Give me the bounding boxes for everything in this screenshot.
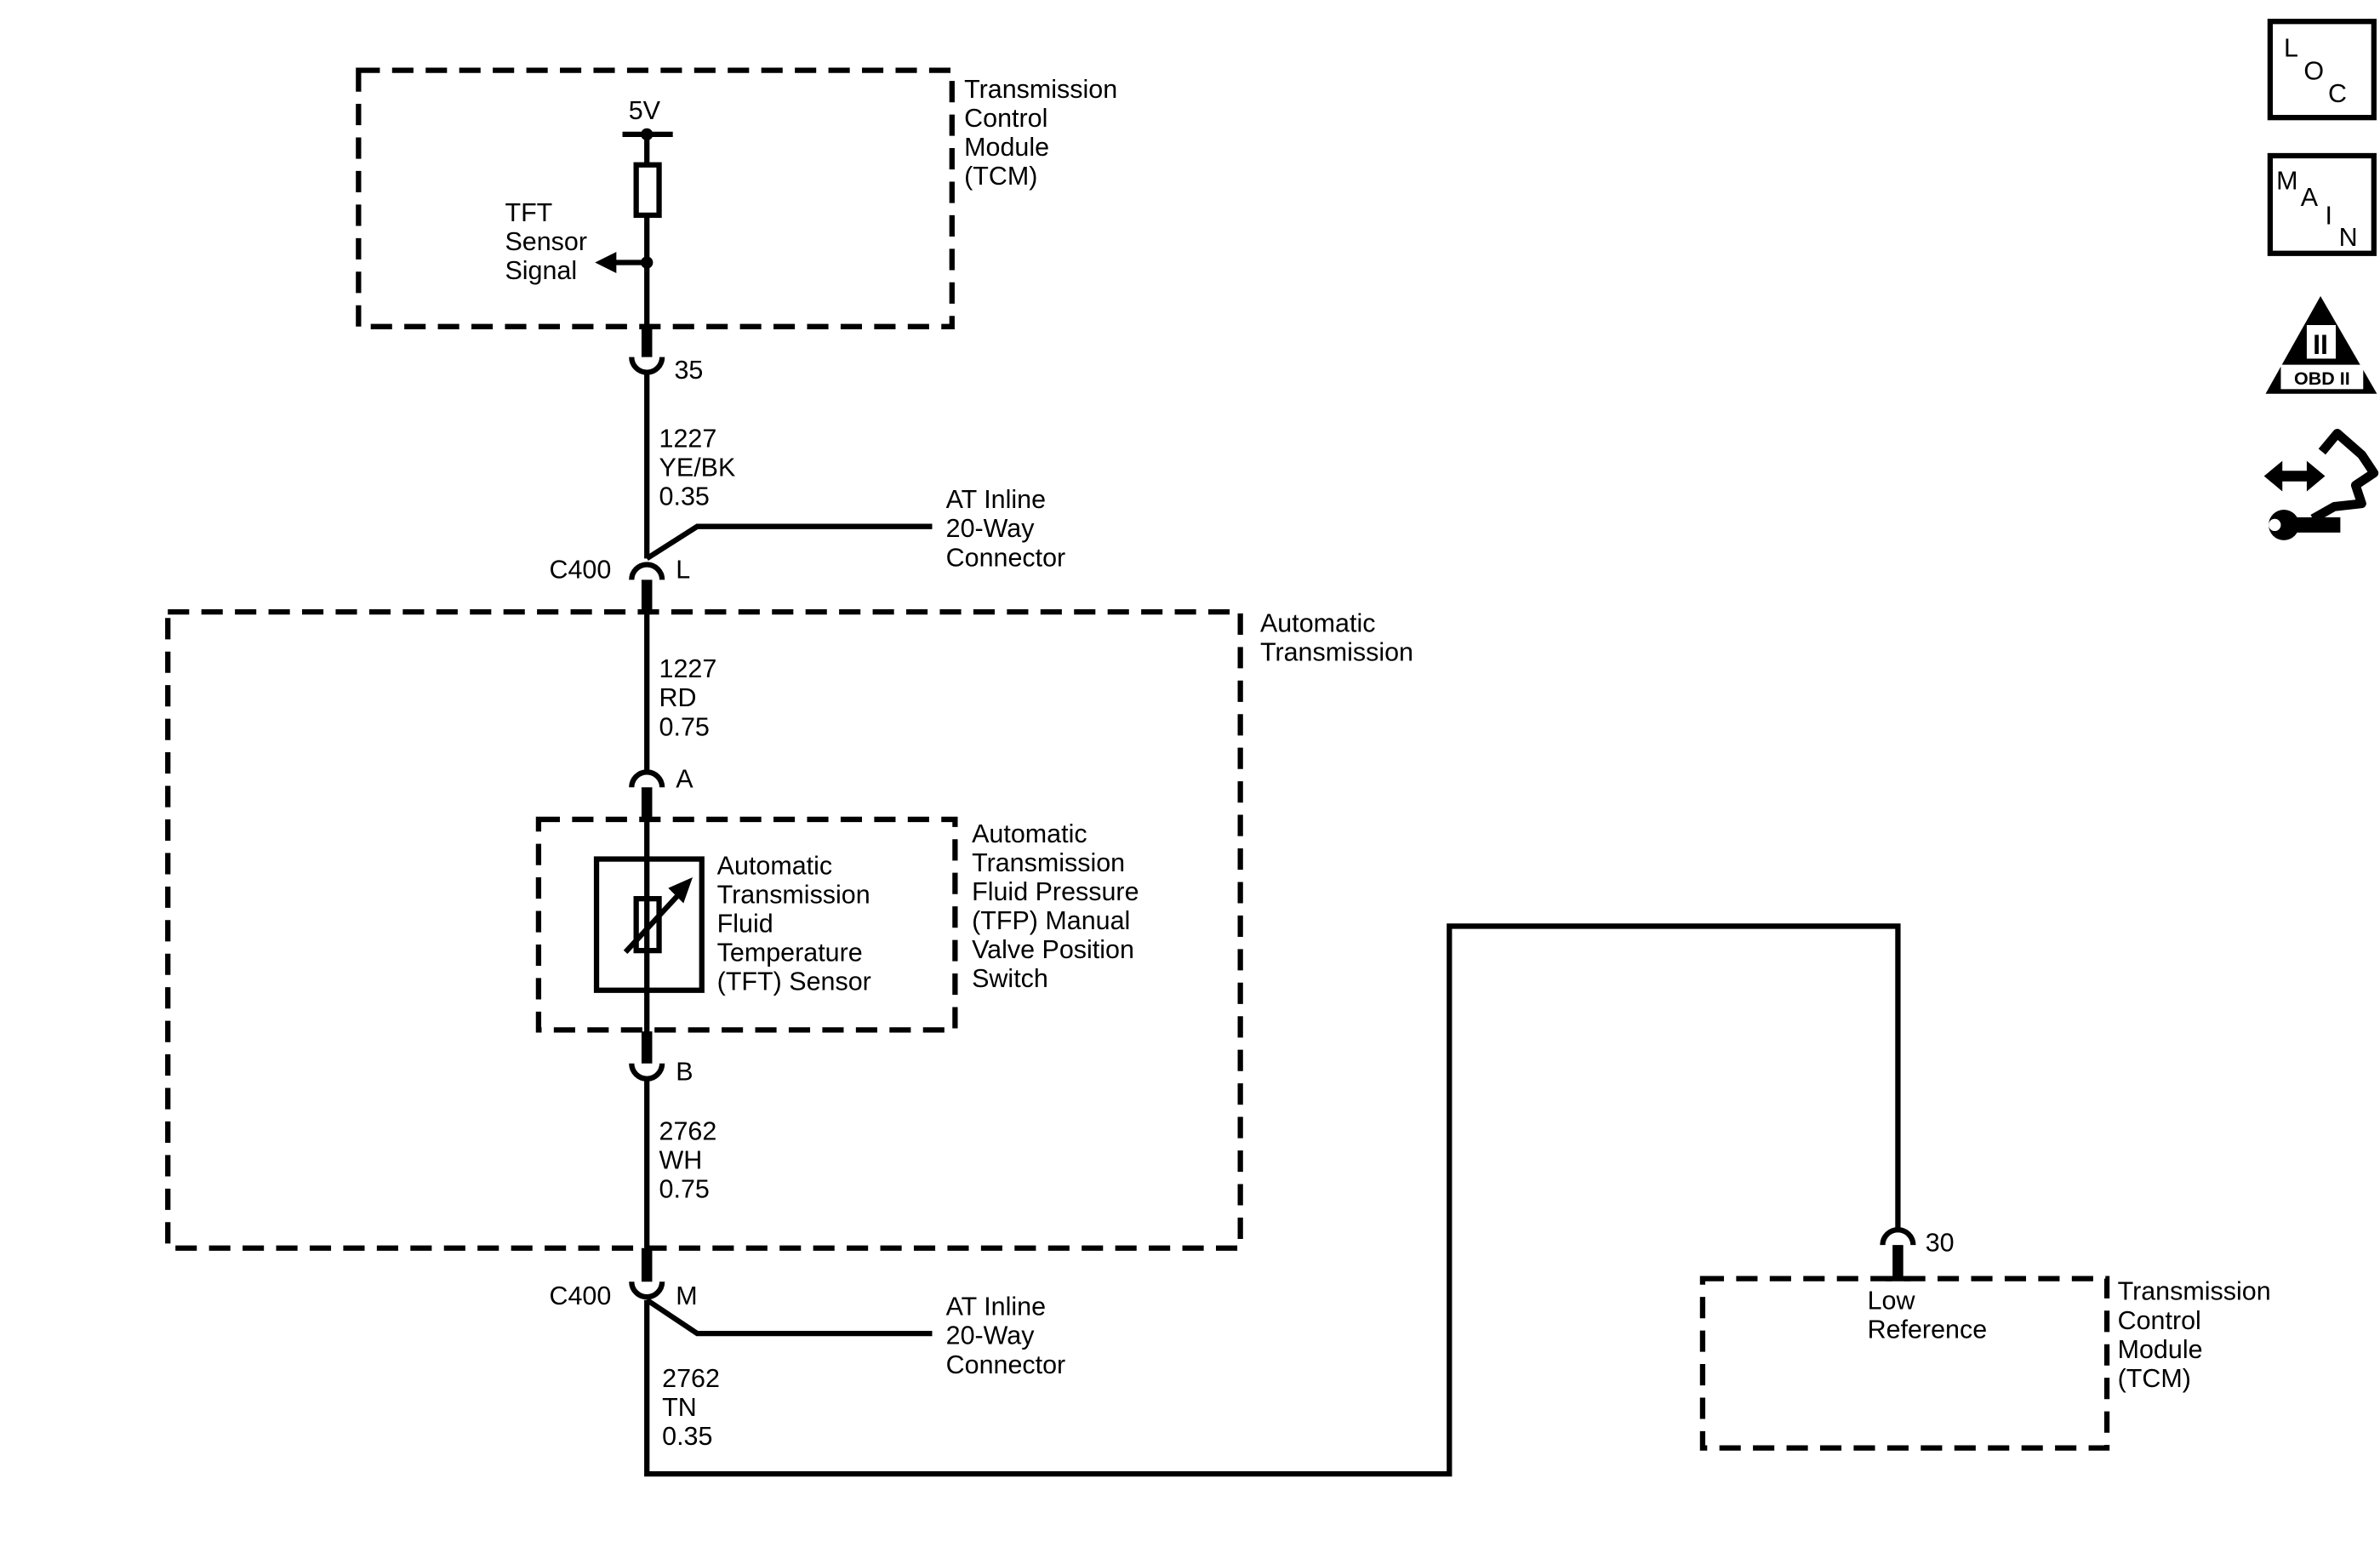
tcm-bottom-module: Low Reference Transmission Control Modul…: [1699, 1276, 2271, 1451]
tcm-pin-30: 30: [1880, 1227, 1955, 1281]
tcm-top-label-3: Module: [964, 133, 1049, 162]
loc-letter-l: L: [2284, 33, 2298, 62]
tft-label-3: Fluid: [717, 910, 773, 939]
service-wrench-icon[interactable]: [2263, 428, 2379, 540]
c400-l-terminal: [629, 562, 665, 580]
tft-sensor-box: [593, 856, 705, 993]
variable-arrow-icon: [668, 877, 693, 904]
c400-m-terminal: [629, 1281, 665, 1300]
w1-color: YE/BK: [659, 454, 736, 482]
sensor-pin-b: B: [629, 1031, 693, 1087]
w3-color: WH: [659, 1146, 703, 1175]
tft-label-5: (TFT) Sensor: [717, 968, 871, 996]
at-label-2: Transmission: [1260, 637, 1413, 666]
tcm-top-box: [356, 67, 955, 329]
tfp-label-3: Fluid Pressure: [972, 877, 1139, 906]
c400-m-desc-1: AT Inline: [946, 1293, 1046, 1321]
w4-circuit: 2762: [662, 1364, 720, 1393]
low-ref-label-2: Reference: [1868, 1316, 1988, 1344]
low-ref-label-1: Low: [1868, 1286, 1916, 1315]
tcm-bottom-label-1: Transmission: [2118, 1277, 2271, 1306]
tfp-label-1: Automatic: [972, 819, 1087, 848]
tcm-bottom-label-3: Module: [2118, 1335, 2203, 1364]
obd-ii-icon[interactable]: II OBD II: [2265, 295, 2377, 394]
tft-signal-label-3: Signal: [505, 256, 577, 285]
pin-30-terminal: [1880, 1227, 1916, 1246]
tft-label-2: Transmission: [717, 881, 870, 910]
w2-gauge: 0.75: [659, 712, 710, 741]
thermistor-icon: [633, 896, 662, 954]
pullup-resistor: [633, 162, 662, 219]
tfp-label-5: Valve Position: [972, 935, 1134, 964]
automatic-transmission: Automatic Transmission: [165, 608, 1413, 1251]
c400-m-id: C400: [549, 1281, 611, 1310]
obd-numeral: II: [2313, 329, 2328, 360]
pin-35-terminal: [629, 357, 665, 375]
pin-b-label: B: [676, 1058, 693, 1087]
main-letter-m: M: [2276, 166, 2297, 195]
w2-color: RD: [659, 683, 697, 712]
tfp-label-4: (TFP) Manual: [972, 906, 1130, 935]
main-icon[interactable]: M A I N: [2267, 152, 2377, 256]
obd-label: OBD II: [2294, 368, 2350, 389]
at-label-1: Automatic: [1260, 608, 1375, 637]
w1-circuit: 1227: [659, 424, 717, 453]
signal-arrow-icon: [595, 251, 617, 274]
tfp-label-6: Switch: [972, 964, 1048, 993]
main-letter-a: A: [2301, 183, 2319, 212]
tft-signal-label-2: Sensor: [505, 227, 587, 256]
pin-a-terminal: [629, 769, 665, 788]
c400-connector-l: AT Inline 20-Way Connector C400 L: [549, 485, 1066, 611]
tcm-top-module: Transmission Control Module (TCM) 5V TFT…: [356, 67, 1117, 329]
w4-color: TN: [662, 1393, 697, 1422]
tfp-switch-box: [535, 816, 958, 1033]
sensor-pin-a: A: [629, 764, 693, 821]
c400-l-desc-3: Connector: [946, 543, 1066, 572]
c400-m-desc-3: Connector: [946, 1350, 1066, 1379]
tcm-top-label-4: (TCM): [964, 162, 1037, 191]
c400-l-leader: [645, 523, 933, 561]
c400-l-id: C400: [549, 556, 611, 585]
c400-connector-m: C400 M AT Inline 20-Way Connector: [549, 1247, 1066, 1379]
loc-icon[interactable]: L O C: [2267, 19, 2377, 121]
w2-circuit: 1227: [659, 654, 717, 683]
voltage-label: 5V: [629, 96, 661, 125]
tft-sensor: Automatic Transmission Fluid Temperature…: [593, 820, 871, 1047]
w1-gauge: 0.35: [659, 482, 710, 511]
tcm-pin-35: 35: [629, 326, 703, 385]
automatic-transmission-box: [165, 608, 1243, 1251]
tfp-label-2: Transmission: [972, 848, 1125, 877]
tcm-bottom-label-4: (TCM): [2118, 1364, 2191, 1393]
c400-m-pin: M: [676, 1281, 697, 1310]
variable-arrow-line: [623, 890, 682, 955]
tfp-switch: Automatic Transmission Fluid Pressure (T…: [535, 816, 1139, 1033]
c400-m-desc-2: 20-Way: [946, 1321, 1036, 1350]
wire-2762-tn: [644, 923, 1901, 1477]
tft-label-1: Automatic: [717, 851, 832, 880]
pin-a-label: A: [676, 764, 693, 793]
w3-circuit: 2762: [659, 1116, 717, 1145]
pin-35-label: 35: [674, 356, 703, 385]
tcm-bottom-box: [1699, 1276, 2110, 1451]
loc-letter-c: C: [2328, 79, 2347, 108]
w3-gauge: 0.75: [659, 1175, 710, 1204]
tft-label-4: Temperature: [717, 939, 863, 968]
tcm-top-label-2: Control: [964, 104, 1047, 133]
tft-signal-label-1: TFT: [505, 198, 552, 227]
pin-b-terminal: [629, 1063, 665, 1082]
c400-l-desc-2: 20-Way: [946, 514, 1036, 543]
tcm-bottom-label-2: Control: [2118, 1306, 2201, 1335]
pin-30-label: 30: [1926, 1228, 1955, 1257]
c400-m-leader: [645, 1298, 933, 1337]
w4-gauge: 0.35: [662, 1422, 712, 1451]
loc-letter-o: O: [2303, 56, 2324, 85]
main-letter-n: N: [2339, 223, 2358, 252]
main-letter-i: I: [2325, 202, 2331, 231]
c400-l-pin: L: [676, 556, 690, 585]
c400-l-desc-1: AT Inline: [946, 485, 1046, 514]
tcm-top-label-1: Transmission: [964, 75, 1117, 104]
